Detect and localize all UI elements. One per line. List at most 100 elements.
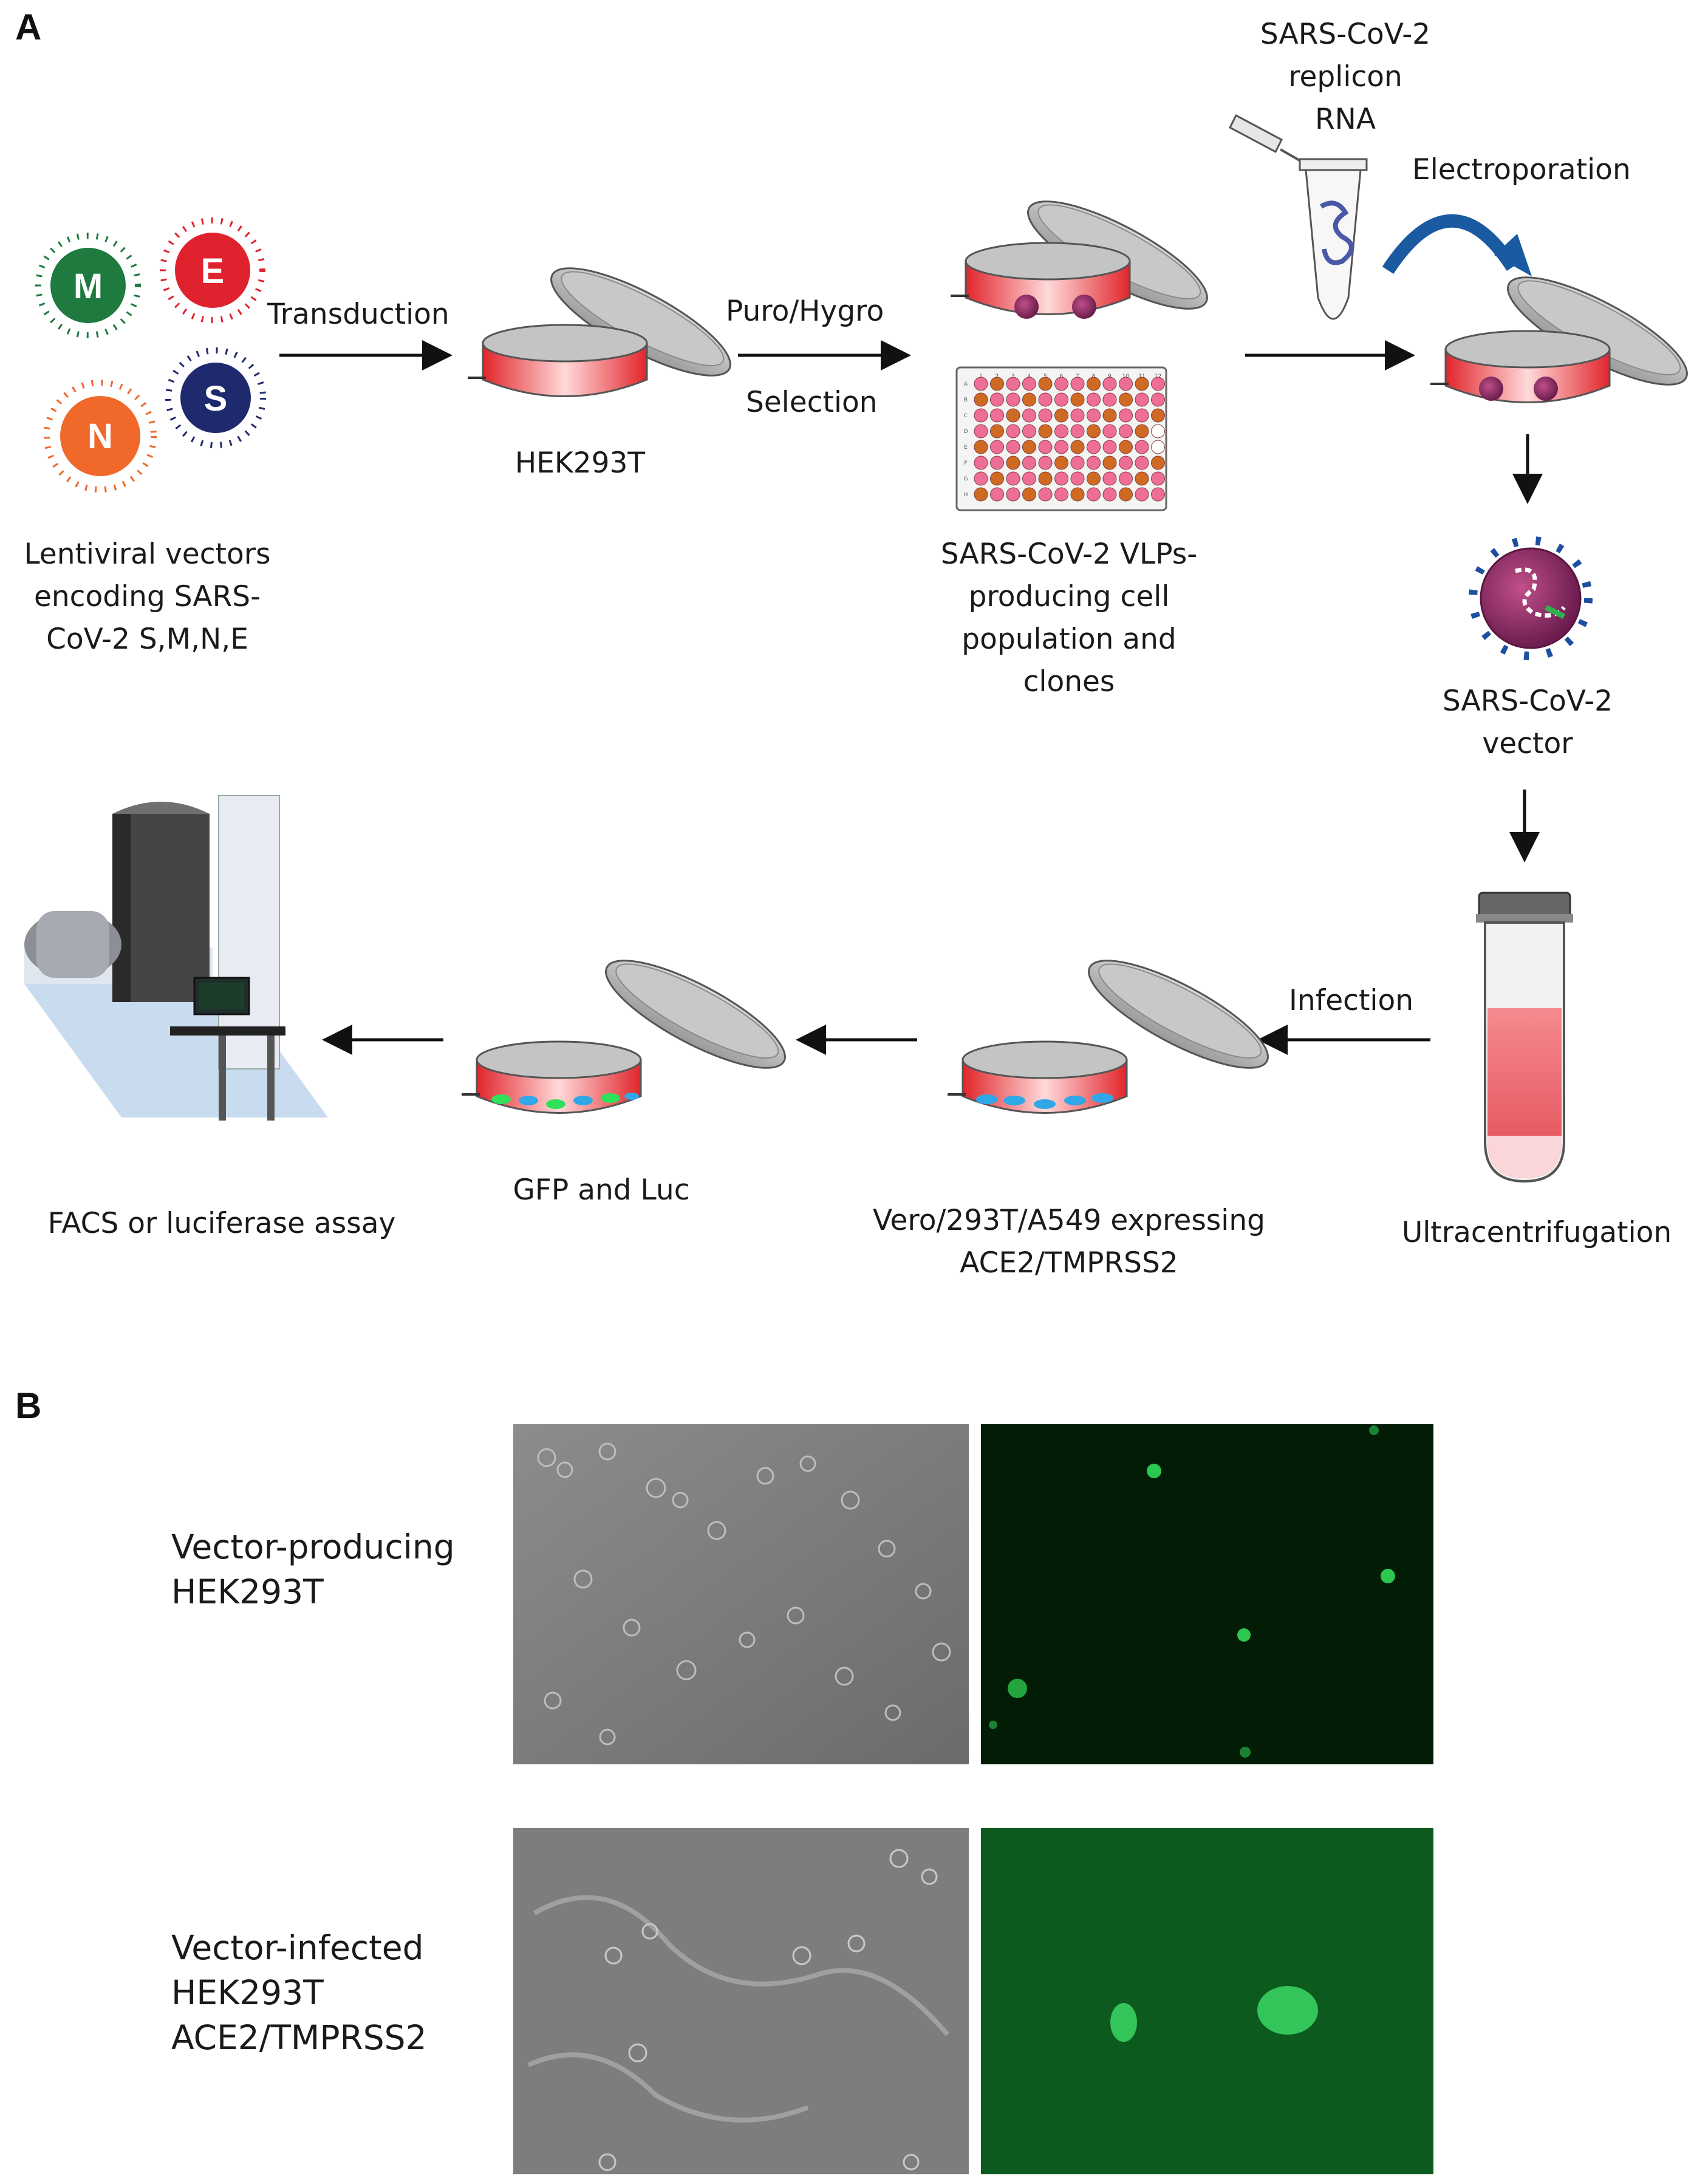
plate-well [1070, 456, 1085, 470]
plate-well [990, 377, 1004, 391]
plate-well [1151, 471, 1165, 486]
ultracentrifugation-label: Ultracentrifugation [1401, 1216, 1672, 1249]
plate-well [1119, 424, 1133, 439]
plate-well [1070, 392, 1085, 407]
micrograph-row1-fluorescence [981, 1424, 1433, 1764]
plate-row-label: C [964, 413, 968, 419]
plate-well [1135, 392, 1149, 407]
plate-well [1119, 471, 1133, 486]
plate-row-label: F [964, 460, 967, 466]
plate-well [1087, 487, 1101, 502]
plate-column-label: 2 [996, 374, 999, 380]
plate-well [1006, 456, 1020, 470]
plate-column-label: 4 [1028, 374, 1031, 380]
plate-well [1087, 377, 1101, 391]
transduction-label: Transduction [267, 298, 449, 331]
hek-label: HEK293T [514, 446, 646, 480]
plate-well [1087, 471, 1101, 486]
plate-column-label: 8 [1092, 374, 1096, 380]
protein-n-letter: N [87, 417, 113, 456]
plate-well [1038, 471, 1053, 486]
protein-n-icon [44, 380, 157, 493]
plate-well [1135, 424, 1149, 439]
plate-well [1022, 487, 1036, 502]
plate-well [1022, 392, 1036, 407]
plate-well [1006, 440, 1020, 454]
plate-column-label: 10 [1122, 374, 1130, 380]
electroporation-arrowhead-icon [1494, 234, 1532, 276]
plate-well [1022, 377, 1036, 391]
plate-well [1135, 487, 1149, 502]
plate-column-label: 5 [1043, 374, 1047, 380]
plate-well [1087, 408, 1101, 423]
plate-well [1054, 471, 1068, 486]
petri-dish-gfp-icon [462, 960, 786, 1114]
plate-well [1022, 456, 1036, 470]
plate-well [1087, 440, 1101, 454]
infection-label: Infection [1289, 984, 1413, 1017]
protein-e-icon [160, 217, 265, 323]
plate-well [1102, 456, 1117, 470]
plate-well [1135, 408, 1149, 423]
plate-well [1119, 392, 1133, 407]
plate-well [1102, 471, 1117, 486]
plate-well [1054, 456, 1068, 470]
protein-m-letter: M [73, 267, 103, 306]
plate-well [990, 408, 1004, 423]
plate-well [990, 471, 1004, 486]
plate-well [1054, 440, 1068, 454]
plate-well [1038, 487, 1053, 502]
plate-well [1022, 471, 1036, 486]
micrograph-row2-fluorescence [981, 1828, 1433, 2174]
plate-well [1054, 424, 1068, 439]
plate-well [974, 392, 988, 407]
plate-well [1070, 471, 1085, 486]
plate-row-label: E [964, 445, 968, 451]
micrograph-row2-brightfield [513, 1828, 969, 2174]
plate-well [1102, 424, 1117, 439]
plate-well [1087, 392, 1101, 407]
plate-column-label: 12 [1155, 374, 1161, 380]
plate-well [1038, 392, 1053, 407]
plate-well [1006, 487, 1020, 502]
plate-column-label: 6 [1060, 374, 1064, 380]
plate-well [974, 487, 988, 502]
plate-well [1054, 392, 1068, 407]
sars-cov-2-vector-icon [1469, 536, 1593, 660]
plate-row-label: G [964, 476, 968, 482]
plate-well [1119, 377, 1133, 391]
puro-hygro-label: Puro/Hygro [726, 295, 884, 328]
plate-column-label: 9 [1108, 374, 1112, 380]
plate-well [1038, 424, 1053, 439]
panel-a-label: A [15, 7, 42, 47]
plate-well [1102, 408, 1117, 423]
electroporation-curve-icon [1382, 214, 1518, 275]
micrograph-row1-brightfield [513, 1424, 969, 1764]
plate-well [1022, 424, 1036, 439]
plate-column-label: 7 [1076, 374, 1079, 380]
plate-well [1151, 377, 1165, 391]
replicon-tube-icon [1229, 114, 1368, 320]
plate-row-label: H [964, 492, 968, 498]
gfp-luc-label: GFP and Luc [513, 1173, 690, 1207]
plate-well [1119, 456, 1133, 470]
panel-b-label: B [15, 1385, 42, 1426]
plate-well [1135, 471, 1149, 486]
protein-s-letter: S [203, 379, 228, 418]
plate-well [990, 440, 1004, 454]
plate-well [1006, 377, 1020, 391]
petri-dish-electroporation-icon [1430, 276, 1688, 403]
plate-well [1006, 392, 1020, 407]
electroporation-label: Electroporation [1412, 153, 1631, 186]
plate-well [1151, 408, 1165, 423]
plate-well [990, 392, 1004, 407]
plate-well [1070, 440, 1085, 454]
plate-column-label: 11 [1138, 374, 1145, 380]
